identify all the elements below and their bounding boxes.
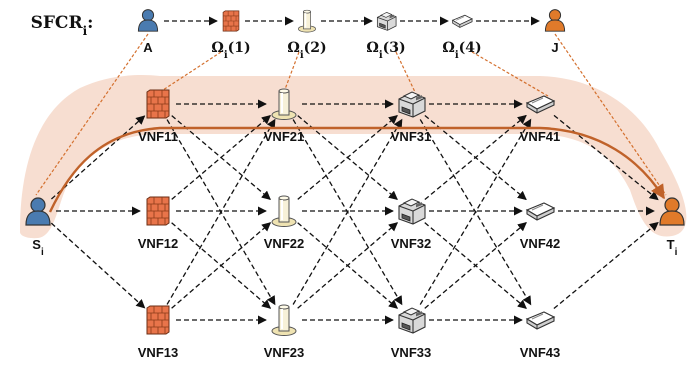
printer-icon — [398, 307, 426, 334]
target-node-label: Ti — [667, 237, 678, 258]
cylinder-icon — [271, 195, 297, 227]
omega-label: Ωi(3) — [366, 40, 405, 61]
vnf-label: VNF11 — [138, 129, 178, 144]
source-node-label: Si — [32, 237, 44, 258]
edge-vnf-vnf — [297, 222, 399, 309]
vnf-label: VNF12 — [138, 236, 178, 251]
vnf-label: VNF43 — [520, 345, 560, 360]
edge-vnf-vnf — [424, 222, 527, 309]
vnf-label: VNF31 — [391, 129, 431, 144]
edge-vnf-vnf — [424, 114, 527, 201]
edge-vnf-target — [553, 221, 659, 310]
vnf-label: VNF21 — [264, 129, 304, 144]
firewall-icon — [146, 89, 170, 119]
source-user-label: A — [143, 40, 153, 55]
edge-source-vnf — [50, 222, 146, 309]
source-user-icon — [137, 9, 159, 32]
printer-icon — [398, 198, 426, 225]
selected-path-curve — [48, 126, 666, 213]
vnf-label: VNF13 — [138, 345, 178, 360]
vnf-label: VNF33 — [391, 345, 431, 360]
vnf-label: VNF42 — [520, 236, 560, 251]
vnf-label: VNF32 — [391, 236, 431, 251]
edge-vnf-vnf — [166, 118, 276, 305]
scanner-icon — [526, 311, 555, 330]
firewall-header-icon — [222, 10, 240, 32]
mapping-line — [395, 51, 416, 93]
omega-label: Ωi(4) — [442, 40, 481, 61]
edge-vnf-vnf — [419, 118, 532, 305]
omega-label: Ωi(1) — [211, 40, 250, 61]
edge-source-vnf — [51, 115, 146, 200]
cylinder-icon — [271, 304, 297, 336]
printer-header-icon — [376, 11, 397, 31]
sfcr-label: SFCRi: — [31, 13, 94, 38]
destination-user-icon — [544, 9, 566, 32]
cylinder-header-icon — [298, 9, 317, 33]
mapping-line — [35, 33, 149, 196]
mapping-line — [283, 51, 300, 93]
mapping-line — [159, 51, 222, 93]
vnf-label: VNF41 — [520, 129, 560, 144]
vnf-label: VNF22 — [264, 236, 304, 251]
edge-vnf-vnf — [292, 118, 403, 305]
edge-vnf-target — [553, 114, 659, 201]
omega-label: Ωi(2) — [287, 40, 326, 61]
edge-vnf-vnf — [171, 222, 272, 309]
selected-path-highlight — [20, 75, 687, 239]
mapping-line — [554, 33, 667, 196]
edge-vnf-vnf — [171, 115, 271, 200]
scanner-header-icon — [452, 14, 473, 28]
vnf-label: VNF23 — [264, 345, 304, 360]
edge-vnf-vnf — [297, 115, 398, 200]
scanner-icon — [526, 202, 555, 221]
firewall-icon — [146, 305, 170, 335]
destination-user-label: J — [551, 40, 558, 55]
firewall-icon — [146, 196, 170, 226]
